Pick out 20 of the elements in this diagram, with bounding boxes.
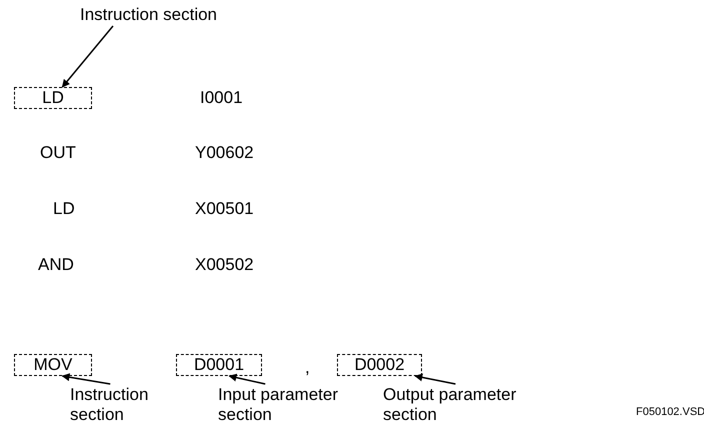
instruction-text: X00502	[195, 255, 254, 275]
arrow	[62, 373, 110, 385]
instruction-text: X00501	[195, 199, 254, 219]
dashed-box: D0002	[337, 354, 422, 376]
arrow	[62, 26, 114, 88]
separator-comma: ,	[305, 358, 310, 378]
arrow	[228, 374, 266, 385]
callout-text: Instruction section	[80, 4, 230, 26]
arrow	[414, 373, 456, 385]
instruction-text: OUT	[40, 143, 76, 163]
instruction-text: AND	[38, 255, 74, 275]
instruction-text: Y00602	[195, 143, 254, 163]
instruction-text: I0001	[200, 88, 243, 108]
callout-text: Instruction section	[70, 384, 185, 426]
dashed-box: LD	[14, 87, 92, 109]
instruction-text: LD	[53, 199, 75, 219]
dashed-box: D0001	[176, 354, 262, 376]
callout-text: Input parameter section	[218, 384, 353, 426]
dashed-box: MOV	[14, 354, 92, 376]
callout-text: Output parameter section	[383, 384, 528, 426]
